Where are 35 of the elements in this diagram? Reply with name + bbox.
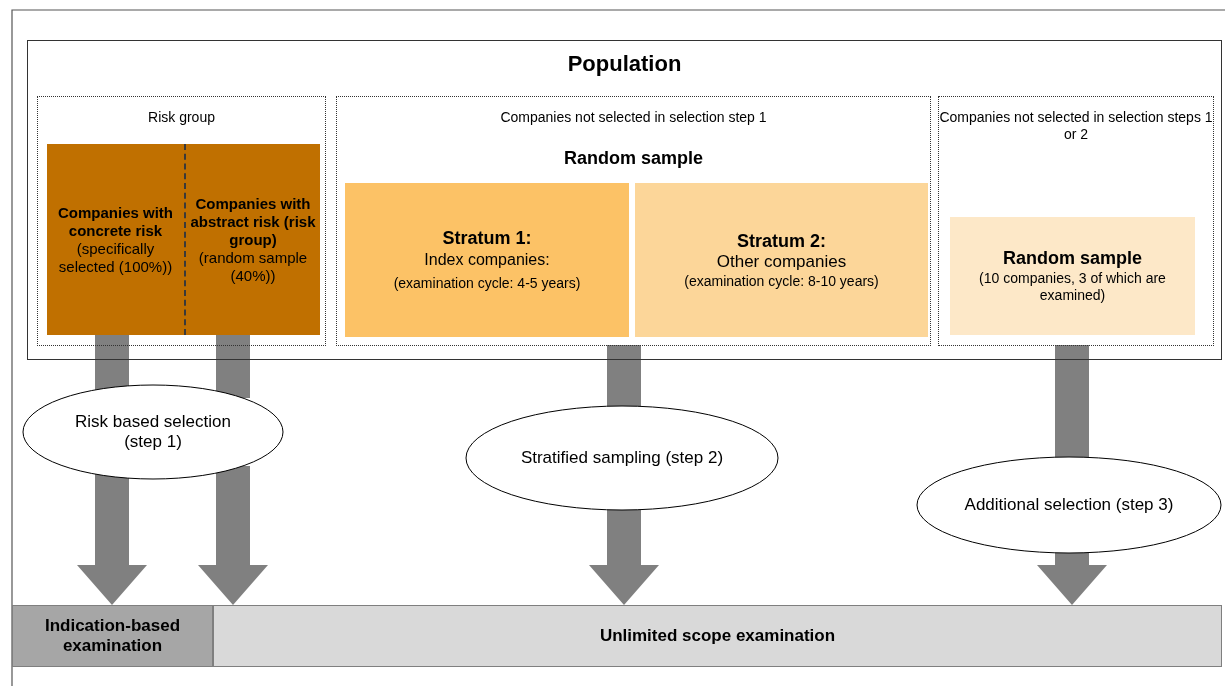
result-box bbox=[12, 605, 213, 667]
label-text: (random sample (40%)) bbox=[197, 248, 309, 285]
heading: Companies not selected in selection step 1 bbox=[500, 109, 767, 126]
heading: Population bbox=[567, 51, 682, 78]
stratum-box bbox=[345, 183, 629, 337]
label-text: Random sample bbox=[563, 147, 703, 170]
heading: Risk group bbox=[148, 109, 215, 126]
label-text: Companies with concrete risk bbox=[57, 203, 174, 240]
label-text: (specifically selected (100%)) bbox=[57, 239, 174, 276]
label-text: Stratum 1: bbox=[442, 228, 532, 250]
group-box bbox=[938, 96, 1214, 346]
label-text: Index companies: bbox=[424, 249, 550, 269]
stratum-box bbox=[635, 183, 928, 337]
label-text: Stratum 2: bbox=[737, 230, 826, 253]
category-box bbox=[184, 144, 320, 335]
label-text: (examination cycle: 8-10 years) bbox=[684, 272, 879, 290]
label-text: Stratified sampling (step 2) bbox=[520, 447, 724, 469]
label-text: Unlimited scope examination bbox=[599, 625, 836, 647]
block-arrow bbox=[198, 466, 268, 605]
label-text: Risk based selection (step 1) bbox=[74, 411, 232, 453]
group-box bbox=[336, 96, 931, 346]
label-text: Other companies bbox=[716, 252, 847, 273]
result-box bbox=[213, 605, 1222, 667]
label-text: Random sample bbox=[1002, 248, 1142, 270]
sample-box bbox=[950, 217, 1195, 335]
category-box bbox=[47, 144, 184, 335]
label-text: (10 companies, 3 of which are examined) bbox=[978, 270, 1167, 304]
heading: Companies not selected in selection steps 1 or 2 bbox=[939, 109, 1213, 143]
block-arrow bbox=[77, 473, 147, 605]
group-box bbox=[37, 96, 326, 346]
label-text: Indication-based examination bbox=[43, 615, 182, 657]
label-text: Companies with abstract risk (risk group) bbox=[190, 194, 316, 249]
label-text: (examination cycle: 4-5 years) bbox=[393, 275, 581, 292]
population-box bbox=[27, 40, 1222, 360]
label-text: Additional selection (step 3) bbox=[964, 494, 1174, 516]
